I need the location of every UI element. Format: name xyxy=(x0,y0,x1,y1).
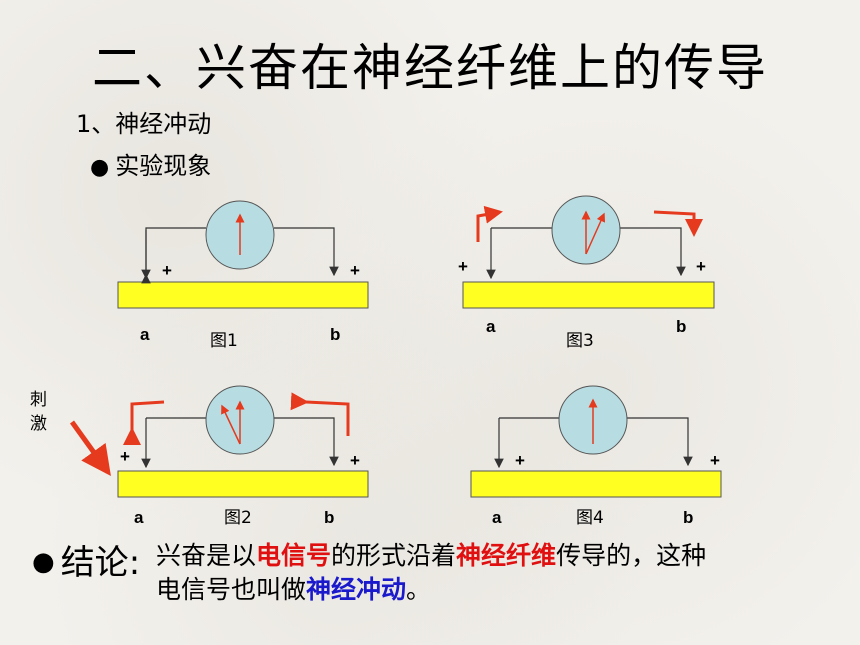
emphasis-red: 电信号 xyxy=(256,541,332,570)
label-a: a xyxy=(140,325,150,344)
sign-left: + xyxy=(162,261,172,280)
figure-2: + + a b 图2 xyxy=(69,385,369,528)
sign-right: + xyxy=(710,451,720,470)
bullet-dot-icon: ● xyxy=(32,547,55,577)
current-arrow-icon xyxy=(290,392,350,436)
figure-caption: 图3 xyxy=(566,331,594,351)
conclusion-heading: ●结论: xyxy=(32,543,141,583)
label-a: a xyxy=(134,508,144,527)
figure-3: + + a b 图3 xyxy=(458,195,715,351)
figure-caption: 图1 xyxy=(210,331,238,351)
bullet-text: 实验现象 xyxy=(115,152,212,180)
emphasis-red: 神经纤维 xyxy=(456,541,557,570)
conclusion-line-1: 兴奋是以电信号的形式沿着神经纤维传导的，这种 xyxy=(156,541,707,570)
label-b: b xyxy=(324,508,334,527)
stimulus-arrow-icon xyxy=(69,420,111,477)
label-a: a xyxy=(486,317,496,336)
sign-left: + xyxy=(120,447,130,466)
label-b: b xyxy=(683,508,693,527)
sign-right: + xyxy=(350,451,360,470)
nerve-fiber xyxy=(462,281,715,309)
conclusion-line-2: 电信号也叫做神经冲动。 xyxy=(156,575,432,604)
current-arrow-icon xyxy=(476,205,503,242)
bullet-item: ●实验现象 xyxy=(90,146,211,181)
emphasis-blue: 神经冲动 xyxy=(306,575,407,604)
stimulus-label: 刺 激 xyxy=(30,390,47,434)
conclusion-text: 兴奋是以电信号的形式沿着神经纤维传导的，这种 电信号也叫做神经冲动。 xyxy=(156,539,706,607)
nerve-fiber xyxy=(117,470,369,498)
figure-1: + + a b 图1 xyxy=(117,200,369,351)
sign-right: + xyxy=(350,261,360,280)
label-a: a xyxy=(492,508,502,527)
nerve-fiber xyxy=(470,470,722,498)
sign-left: + xyxy=(458,257,468,276)
bullet-dot-icon: ● xyxy=(90,155,110,180)
label-b: b xyxy=(676,317,686,336)
figure-caption: 图4 xyxy=(576,508,604,528)
needle xyxy=(585,212,606,255)
nerve-fiber xyxy=(117,281,369,309)
figure-4: + + a b 图4 xyxy=(470,385,722,528)
current-arrow-icon xyxy=(123,400,165,445)
label-b: b xyxy=(330,325,340,344)
needle xyxy=(221,404,241,445)
page-title: 二、兴奋在神经纤维上的传导 xyxy=(92,39,768,97)
figure-caption: 图2 xyxy=(224,508,252,528)
section-heading: 1、神经冲动 xyxy=(76,110,212,138)
sign-left: + xyxy=(515,451,525,470)
sign-right: + xyxy=(696,257,706,276)
current-arrow-icon xyxy=(653,210,703,237)
